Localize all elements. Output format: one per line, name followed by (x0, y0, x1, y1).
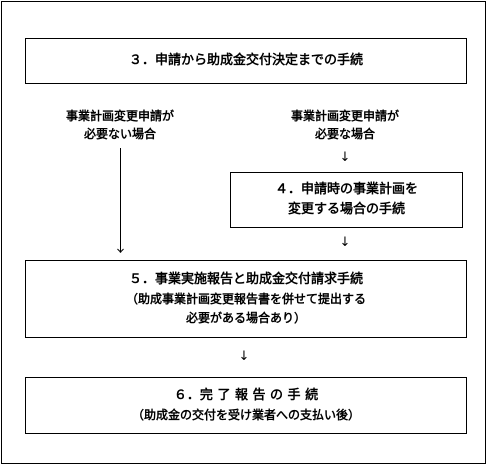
no-change-label-line1: 事業計画変更申請が (65, 109, 174, 123)
step4-line2: 変更する場合の手続 (287, 202, 405, 217)
step5-box: ５．事業実施報告と助成金交付請求手続 （助成事業計画変更報告書を併せて提出する … (25, 260, 467, 338)
step4-line1: ４．申請時の事業計画を (274, 182, 418, 197)
change-required-label-line1: 事業計画変更申請が (290, 109, 399, 123)
arrow-no-change-line (120, 148, 121, 252)
step3-title: ３．申請から助成金交付決定までの手続 (128, 53, 363, 68)
arrow-to-step4: ↓ (339, 150, 351, 165)
arrow-step4-to-step5: ↓ (339, 235, 351, 250)
step5-line1: ５．事業実施報告と助成金交付請求手続 (128, 272, 363, 287)
no-change-label: 事業計画変更申請が 必要ない場合 (30, 107, 210, 143)
change-required-label: 事業計画変更申請が 必要な場合 (255, 107, 435, 143)
step6-line1: ６．完 了 報 告 の 手 続 (173, 388, 319, 403)
step6-box: ６．完 了 報 告 の 手 続 （助成金の交付を受け業者への支払い後） (25, 377, 467, 434)
step6-line2: （助成金の交付を受け業者への支払い後） (131, 408, 360, 422)
arrow-step5-to-step6: ↓ (238, 349, 250, 364)
no-change-label-line2: 必要ない場合 (83, 127, 156, 141)
step5-line2: （助成事業計画変更報告書を併せて提出する (125, 292, 366, 306)
step3-box: ３．申請から助成金交付決定までの手続 (25, 38, 467, 84)
step4-box: ４．申請時の事業計画を 変更する場合の手続 (230, 172, 463, 228)
step5-line3: 必要がある場合あり） (185, 311, 306, 325)
change-required-label-line2: 必要な場合 (314, 127, 375, 141)
